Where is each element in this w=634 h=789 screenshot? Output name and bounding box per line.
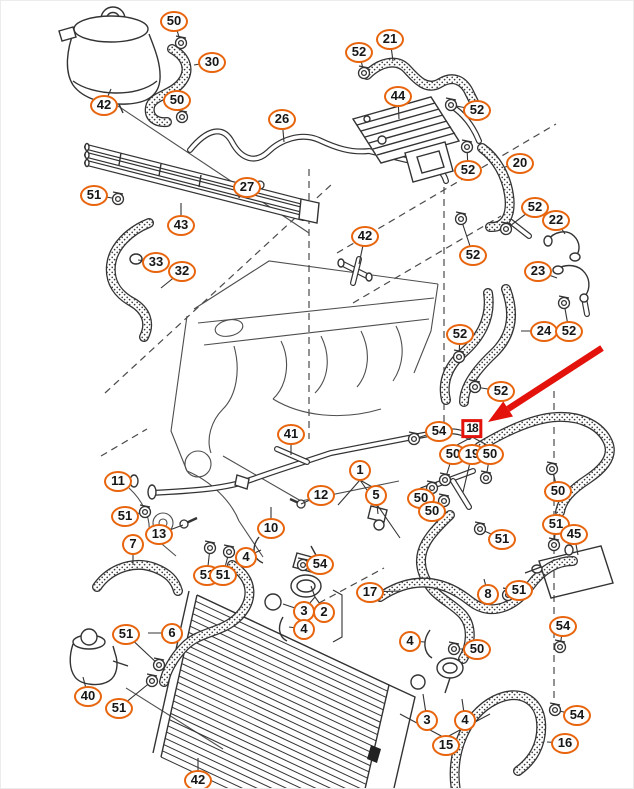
callout-7[interactable]: 7 bbox=[122, 533, 144, 555]
hose-clamp-glyph bbox=[222, 544, 236, 559]
hose-clamp-glyph bbox=[152, 657, 166, 672]
callout-50[interactable]: 50 bbox=[160, 10, 188, 32]
callout-2[interactable]: 2 bbox=[313, 601, 335, 623]
callout-51[interactable]: 51 bbox=[488, 528, 516, 550]
callout-22[interactable]: 22 bbox=[542, 209, 570, 231]
hose-clamp-glyph bbox=[357, 65, 371, 80]
callout-32[interactable]: 32 bbox=[168, 260, 196, 282]
callout-23[interactable]: 23 bbox=[524, 260, 552, 282]
hose-clamp-glyph bbox=[479, 470, 493, 485]
water-flange-bottom bbox=[410, 657, 464, 694]
callout-24[interactable]: 24 bbox=[530, 320, 558, 342]
bolt-13 bbox=[179, 516, 198, 529]
callout-4[interactable]: 4 bbox=[293, 618, 315, 640]
hose-clamp-glyph bbox=[447, 641, 461, 656]
callout-50[interactable]: 50 bbox=[418, 500, 446, 522]
expansion-tank bbox=[58, 6, 161, 114]
callout-54[interactable]: 54 bbox=[306, 553, 334, 575]
callout-42[interactable]: 42 bbox=[184, 769, 212, 788]
hose-clamp-glyph bbox=[438, 472, 452, 487]
hose-clamp-glyph bbox=[460, 139, 474, 154]
callout-42[interactable]: 42 bbox=[90, 94, 118, 116]
callout-52[interactable]: 52 bbox=[487, 380, 515, 402]
hose-clamp-glyph bbox=[452, 349, 466, 364]
callout-33[interactable]: 33 bbox=[142, 251, 170, 273]
hose-clamp-glyph bbox=[468, 379, 482, 394]
callout-8[interactable]: 8 bbox=[477, 583, 499, 605]
callout-13[interactable]: 13 bbox=[145, 523, 173, 545]
hose-clamp-glyph bbox=[454, 211, 468, 226]
callout-52[interactable]: 52 bbox=[555, 320, 583, 342]
callout-4[interactable]: 4 bbox=[454, 709, 476, 731]
callout-52[interactable]: 52 bbox=[454, 159, 482, 181]
callout-52[interactable]: 52 bbox=[463, 99, 491, 121]
callout-45[interactable]: 45 bbox=[560, 523, 588, 545]
callout-43[interactable]: 43 bbox=[167, 214, 195, 236]
callout-50[interactable]: 50 bbox=[407, 487, 435, 509]
callout-5[interactable]: 5 bbox=[365, 484, 387, 506]
callout-51[interactable]: 51 bbox=[209, 564, 237, 586]
callout-4[interactable]: 4 bbox=[399, 630, 421, 652]
callout-54[interactable]: 54 bbox=[425, 420, 453, 442]
callout-20[interactable]: 20 bbox=[506, 152, 534, 174]
oil-cooler-top bbox=[351, 96, 461, 183]
callout-52[interactable]: 52 bbox=[345, 41, 373, 63]
callout-50[interactable]: 50 bbox=[476, 443, 504, 465]
callout-4[interactable]: 4 bbox=[235, 546, 257, 568]
callout-6[interactable]: 6 bbox=[161, 622, 183, 644]
highlighted-callout-18[interactable]: 18 bbox=[461, 419, 483, 439]
hose-clamp-glyph bbox=[174, 35, 188, 50]
callout-30[interactable]: 30 bbox=[198, 51, 226, 73]
callout-50[interactable]: 50 bbox=[544, 480, 572, 502]
callout-51[interactable]: 51 bbox=[111, 505, 139, 527]
callout-15[interactable]: 15 bbox=[432, 734, 460, 756]
coolant-hoses bbox=[92, 44, 615, 788]
small-parts bbox=[84, 142, 433, 659]
callout-11[interactable]: 11 bbox=[104, 470, 132, 492]
callout-52[interactable]: 52 bbox=[521, 196, 549, 218]
overflow-reservoir bbox=[69, 628, 129, 686]
hose-clamp-glyph bbox=[145, 673, 159, 688]
callout-50[interactable]: 50 bbox=[463, 638, 491, 660]
callout-51[interactable]: 51 bbox=[112, 623, 140, 645]
callout-50[interactable]: 50 bbox=[163, 89, 191, 111]
callout-16[interactable]: 16 bbox=[551, 732, 579, 754]
callout-54[interactable]: 54 bbox=[563, 704, 591, 726]
callout-41[interactable]: 41 bbox=[277, 423, 305, 445]
hose-clamp-glyph bbox=[545, 461, 559, 476]
hose-clamp-glyph bbox=[203, 540, 217, 555]
callout-51[interactable]: 51 bbox=[105, 697, 133, 719]
hose-clamps bbox=[111, 35, 571, 717]
radiator-bracket bbox=[367, 745, 381, 763]
callout-3[interactable]: 3 bbox=[416, 709, 438, 731]
callout-1[interactable]: 1 bbox=[349, 459, 371, 481]
hose-clamp-glyph bbox=[548, 702, 562, 717]
callout-26[interactable]: 26 bbox=[268, 108, 296, 130]
hose-clamp-glyph bbox=[444, 97, 458, 112]
callout-51[interactable]: 51 bbox=[80, 184, 108, 206]
callout-54[interactable]: 54 bbox=[549, 615, 577, 637]
hose-clamp-glyph bbox=[407, 431, 421, 446]
hose-clamp-glyph bbox=[557, 295, 571, 310]
callout-44[interactable]: 44 bbox=[384, 85, 412, 107]
hose-clamp-glyph bbox=[111, 191, 125, 206]
elbow-fittings bbox=[337, 231, 590, 303]
callout-51[interactable]: 51 bbox=[505, 579, 533, 601]
callout-42[interactable]: 42 bbox=[351, 225, 379, 247]
hose-clamp-glyph bbox=[553, 639, 567, 654]
callout-27[interactable]: 27 bbox=[233, 176, 261, 198]
callout-17[interactable]: 17 bbox=[356, 581, 384, 603]
callout-40[interactable]: 40 bbox=[74, 685, 102, 707]
hose-clamp-glyph bbox=[499, 221, 513, 236]
hose-clamp-glyph bbox=[547, 537, 561, 552]
hose-clamp-glyph bbox=[473, 521, 487, 536]
callout-52[interactable]: 52 bbox=[446, 323, 474, 345]
callout-52[interactable]: 52 bbox=[459, 244, 487, 266]
callout-10[interactable]: 10 bbox=[257, 517, 285, 539]
hose-clamp-glyph bbox=[138, 504, 152, 519]
callout-12[interactable]: 12 bbox=[307, 484, 335, 506]
oil-cooler-bottom bbox=[524, 544, 614, 599]
callout-21[interactable]: 21 bbox=[376, 28, 404, 50]
